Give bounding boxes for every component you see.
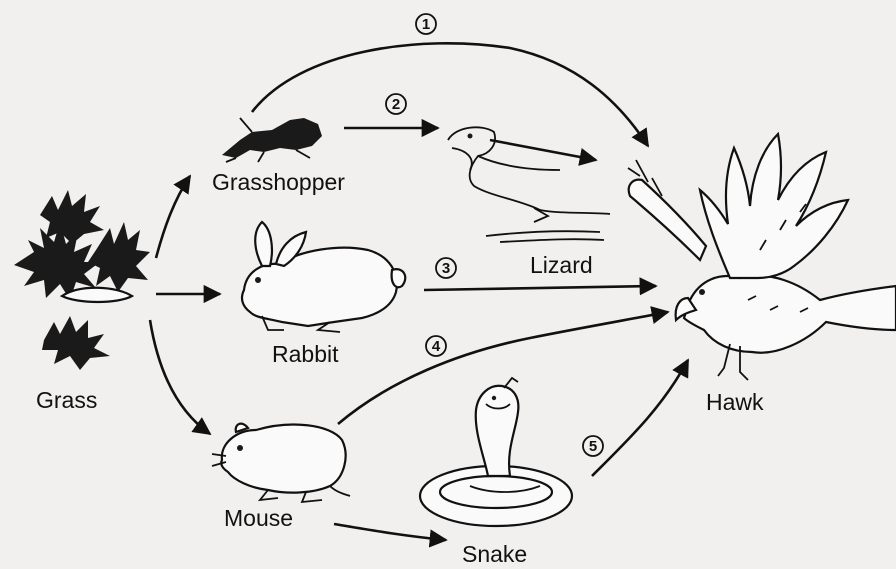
svg-text:4: 4 [432,338,441,355]
label-lizard: Lizard [530,252,593,278]
chain-number-2: 2 [386,94,406,114]
label-hawk: Hawk [706,389,764,415]
arrow-grass-to-grasshopper [156,176,190,258]
mouse-illustration [212,424,350,502]
grass-illustration [14,190,150,370]
arrow-mouse-to-snake [334,524,446,540]
snake-illustration [420,378,572,526]
label-mouse: Mouse [224,505,293,531]
svg-text:5: 5 [589,438,597,455]
rabbit-illustration [242,222,405,332]
lizard-illustration [448,127,610,242]
arrow-chain-3 [424,286,656,290]
svg-text:2: 2 [392,96,400,113]
chain-number-1: 1 [416,14,436,34]
arrow-grass-to-mouse [150,320,210,434]
grasshopper-illustration [222,118,322,162]
svg-text:1: 1 [422,16,430,33]
label-grass: Grass [36,387,97,413]
hawk-illustration [628,134,896,380]
chain-number-3: 3 [436,258,456,278]
label-grasshopper: Grasshopper [212,169,345,195]
chain-number-5: 5 [583,436,603,456]
label-snake: Snake [462,541,527,567]
label-rabbit: Rabbit [272,341,339,367]
chain-number-4: 4 [426,336,446,356]
arrow-lizard-to-hawk [490,140,596,160]
svg-text:3: 3 [442,260,450,277]
arrow-chain-5 [592,360,688,476]
